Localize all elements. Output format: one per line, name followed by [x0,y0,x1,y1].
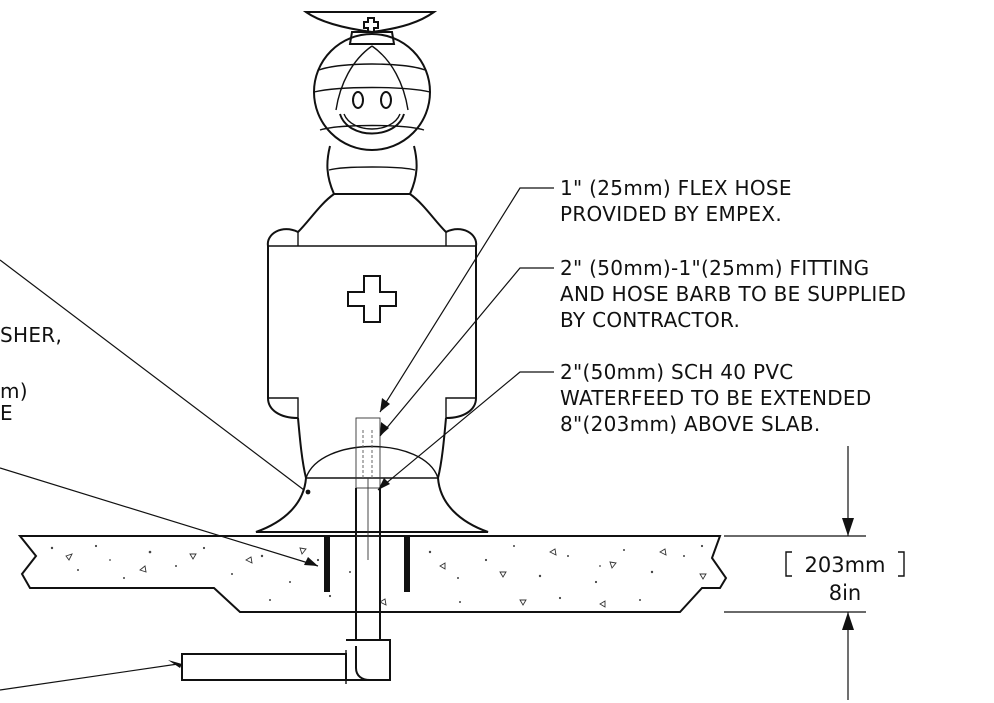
note-waterfeed-line-1: 2"(50mm) SCH 40 PVC [560,360,794,384]
right-eye-icon [380,91,392,109]
anchor-bolts [324,536,410,592]
note-flex-hose-line-1: 1" (25mm) FLEX HOSE [560,176,792,200]
smile-icon [339,113,405,135]
dimension-metric: 203mm [805,553,886,577]
note-left-line-3: E [0,401,13,425]
concrete-aggregate-triangles [65,547,707,608]
shower-unit [255,11,489,533]
note-fitting-line-3: BY CONTRACTOR. [560,308,740,332]
note-flex-hose-line-2: PROVIDED BY EMPEX. [560,202,782,226]
leader-arrowheads [168,398,390,668]
note-fitting-line-2: AND HOSE BARB TO BE SUPPLIED [560,282,906,306]
note-waterfeed-line-2: WATERFEED TO BE EXTENDED [560,386,872,410]
note-left-line-1: SHER, [0,323,62,347]
note-fitting: 2" (50mm)-1"(25mm) FITTING AND HOSE BARB… [560,256,906,332]
note-waterfeed-line-3: 8"(203mm) ABOVE SLAB. [560,412,821,436]
dimension-label: 203mm 8in [805,553,886,605]
note-flex-hose: 1" (25mm) FLEX HOSE PROVIDED BY EMPEX. [560,176,792,226]
dimension-arrowheads [842,518,854,630]
cross-icon-large [347,275,397,323]
note-left-line-2: m) [0,379,28,403]
dimension-lines [724,446,866,700]
note-waterfeed: 2"(50mm) SCH 40 PVC WATERFEED TO BE EXTE… [560,360,872,436]
concrete-aggregate [50,544,704,603]
dimension-brackets [785,551,905,577]
cross-icon-small [363,17,379,33]
concrete-slab [17,535,728,613]
left-eye-icon [352,91,364,109]
leader-lines [0,187,554,691]
note-fitting-line-1: 2" (50mm)-1"(25mm) FITTING [560,256,869,280]
elbow-and-horizontal-pipe [181,639,391,684]
note-left-cropped: SHER, m) E [0,323,62,425]
dimension-imperial: 8in [829,581,862,605]
waterfeed-pipe [355,417,381,641]
